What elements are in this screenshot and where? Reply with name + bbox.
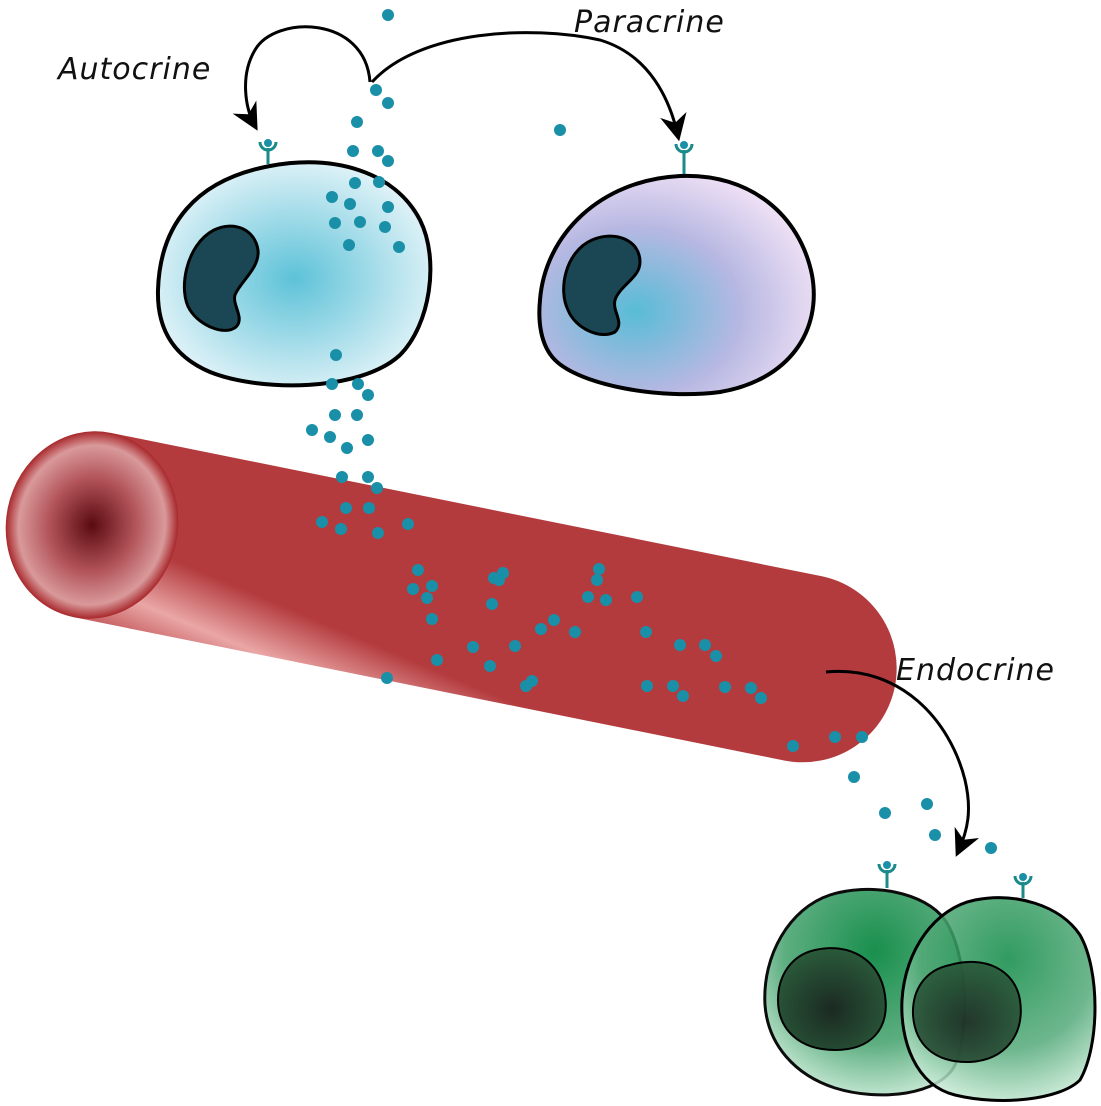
signal-molecule-icon: [393, 241, 405, 253]
signal-molecule-icon: [370, 84, 382, 96]
signal-molecule-icon: [329, 217, 341, 229]
signal-molecule-icon: [548, 614, 560, 626]
signal-molecule-icon: [535, 623, 547, 635]
signal-molecule-icon: [829, 731, 841, 743]
signal-molecule-icon: [640, 626, 652, 638]
signal-molecule-icon: [421, 592, 433, 604]
signal-molecule-icon: [330, 349, 342, 361]
endocrine-target-nucleus-back: [776, 947, 887, 1052]
signal-molecule-icon: [326, 191, 338, 203]
signal-molecule-icon: [493, 574, 505, 586]
secreting-cell-nucleus: [182, 224, 260, 332]
secreting-cell: [155, 139, 433, 388]
signal-molecule-icon: [677, 690, 689, 702]
signal-molecule-icon: [554, 124, 566, 136]
endocrine-target-cells: [763, 861, 1097, 1102]
signal-molecule-icon: [351, 116, 363, 128]
paracrine-cell-nucleus: [562, 234, 642, 337]
blood-vessel-lumen: [5, 431, 179, 619]
signal-molecule-icon: [426, 613, 438, 625]
signal-molecule-icon: [667, 680, 679, 692]
signal-molecule-icon: [351, 409, 363, 421]
signal-molecule-icon: [582, 591, 594, 603]
endocrine-arrow: [825, 669, 980, 857]
signal-molecule-icon: [755, 692, 767, 704]
signal-molecule-icon: [509, 640, 521, 652]
signal-molecule-icon: [600, 594, 612, 606]
signal-molecule-icon: [306, 424, 318, 436]
signal-molecule-icon: [329, 409, 341, 421]
signal-molecule-icon: [341, 442, 353, 454]
signal-molecule-icon: [371, 482, 383, 494]
signal-molecule-icon: [381, 672, 393, 684]
signal-molecule-icon: [593, 563, 605, 575]
signal-molecule-icon: [324, 431, 336, 443]
paracrine-label: Paracrine: [574, 5, 725, 40]
signal-molecule-icon: [520, 680, 532, 692]
signal-molecule-icon: [382, 155, 394, 167]
signal-molecule-icon: [407, 583, 419, 595]
signal-molecule-icon: [486, 598, 498, 610]
signal-molecule-icon: [921, 798, 933, 810]
signal-molecule-icon: [352, 378, 364, 390]
signal-molecule-icon: [426, 580, 438, 592]
signal-molecule-icon: [985, 842, 997, 854]
signal-molecules: [306, 9, 997, 854]
paracrine-target-cell: [537, 141, 816, 397]
autocrine-label: Autocrine: [56, 52, 211, 87]
signal-molecule-icon: [431, 654, 443, 666]
signal-molecule-icon: [316, 516, 328, 528]
signal-molecule-icon: [362, 471, 374, 483]
signal-molecule-icon: [382, 9, 394, 21]
signal-molecule-icon: [699, 639, 711, 651]
signal-molecule-icon: [372, 145, 384, 157]
blood-vessel: [5, 431, 897, 763]
signal-molecule-icon: [591, 574, 603, 586]
autocrine-arrow: [232, 25, 372, 131]
signal-molecule-icon: [343, 239, 355, 251]
signal-molecule-icon: [354, 216, 366, 228]
signal-molecule-icon: [412, 564, 424, 576]
receptor-icon: [1013, 873, 1033, 898]
signal-molecule-icon: [373, 176, 385, 188]
signal-molecule-icon: [344, 198, 356, 210]
signal-molecule-icon: [362, 434, 374, 446]
signal-molecule-icon: [879, 807, 891, 819]
signal-molecule-icon: [379, 221, 391, 233]
signal-molecule-icon: [787, 740, 799, 752]
paracrine-arrow: [370, 31, 687, 142]
signal-molecule-icon: [467, 641, 479, 653]
signal-molecule-icon: [336, 471, 348, 483]
signal-molecule-icon: [363, 502, 375, 514]
signal-molecule-icon: [382, 97, 394, 109]
signal-molecule-icon: [719, 681, 731, 693]
receptor-icon: [258, 139, 278, 164]
blood-vessel-body: [73, 432, 897, 763]
receptor-icon: [674, 141, 694, 174]
signal-molecule-icon: [674, 639, 686, 651]
signal-molecule-icon: [929, 829, 941, 841]
signal-molecule-icon: [848, 771, 860, 783]
signal-molecule-icon: [710, 650, 722, 662]
signal-molecule-icon: [484, 660, 496, 672]
paracrine-cell-membrane: [537, 173, 816, 397]
signal-molecule-icon: [641, 680, 653, 692]
endocrine-target-nucleus-front: [911, 960, 1022, 1064]
endocrine-label: Endocrine: [896, 653, 1055, 688]
signal-molecule-icon: [856, 731, 868, 743]
signal-molecule-icon: [402, 518, 414, 530]
signal-molecule-icon: [349, 177, 361, 189]
signal-molecule-icon: [347, 145, 359, 157]
signal-molecule-icon: [569, 626, 581, 638]
signal-molecule-icon: [631, 591, 643, 603]
signal-molecule-icon: [745, 682, 757, 694]
signal-molecule-icon: [382, 201, 394, 213]
receptor-icon: [877, 861, 897, 888]
signal-molecule-icon: [335, 523, 347, 535]
signal-molecule-icon: [340, 502, 352, 514]
signal-molecule-icon: [372, 527, 384, 539]
signal-molecule-icon: [326, 378, 338, 390]
signal-molecule-icon: [362, 389, 374, 401]
